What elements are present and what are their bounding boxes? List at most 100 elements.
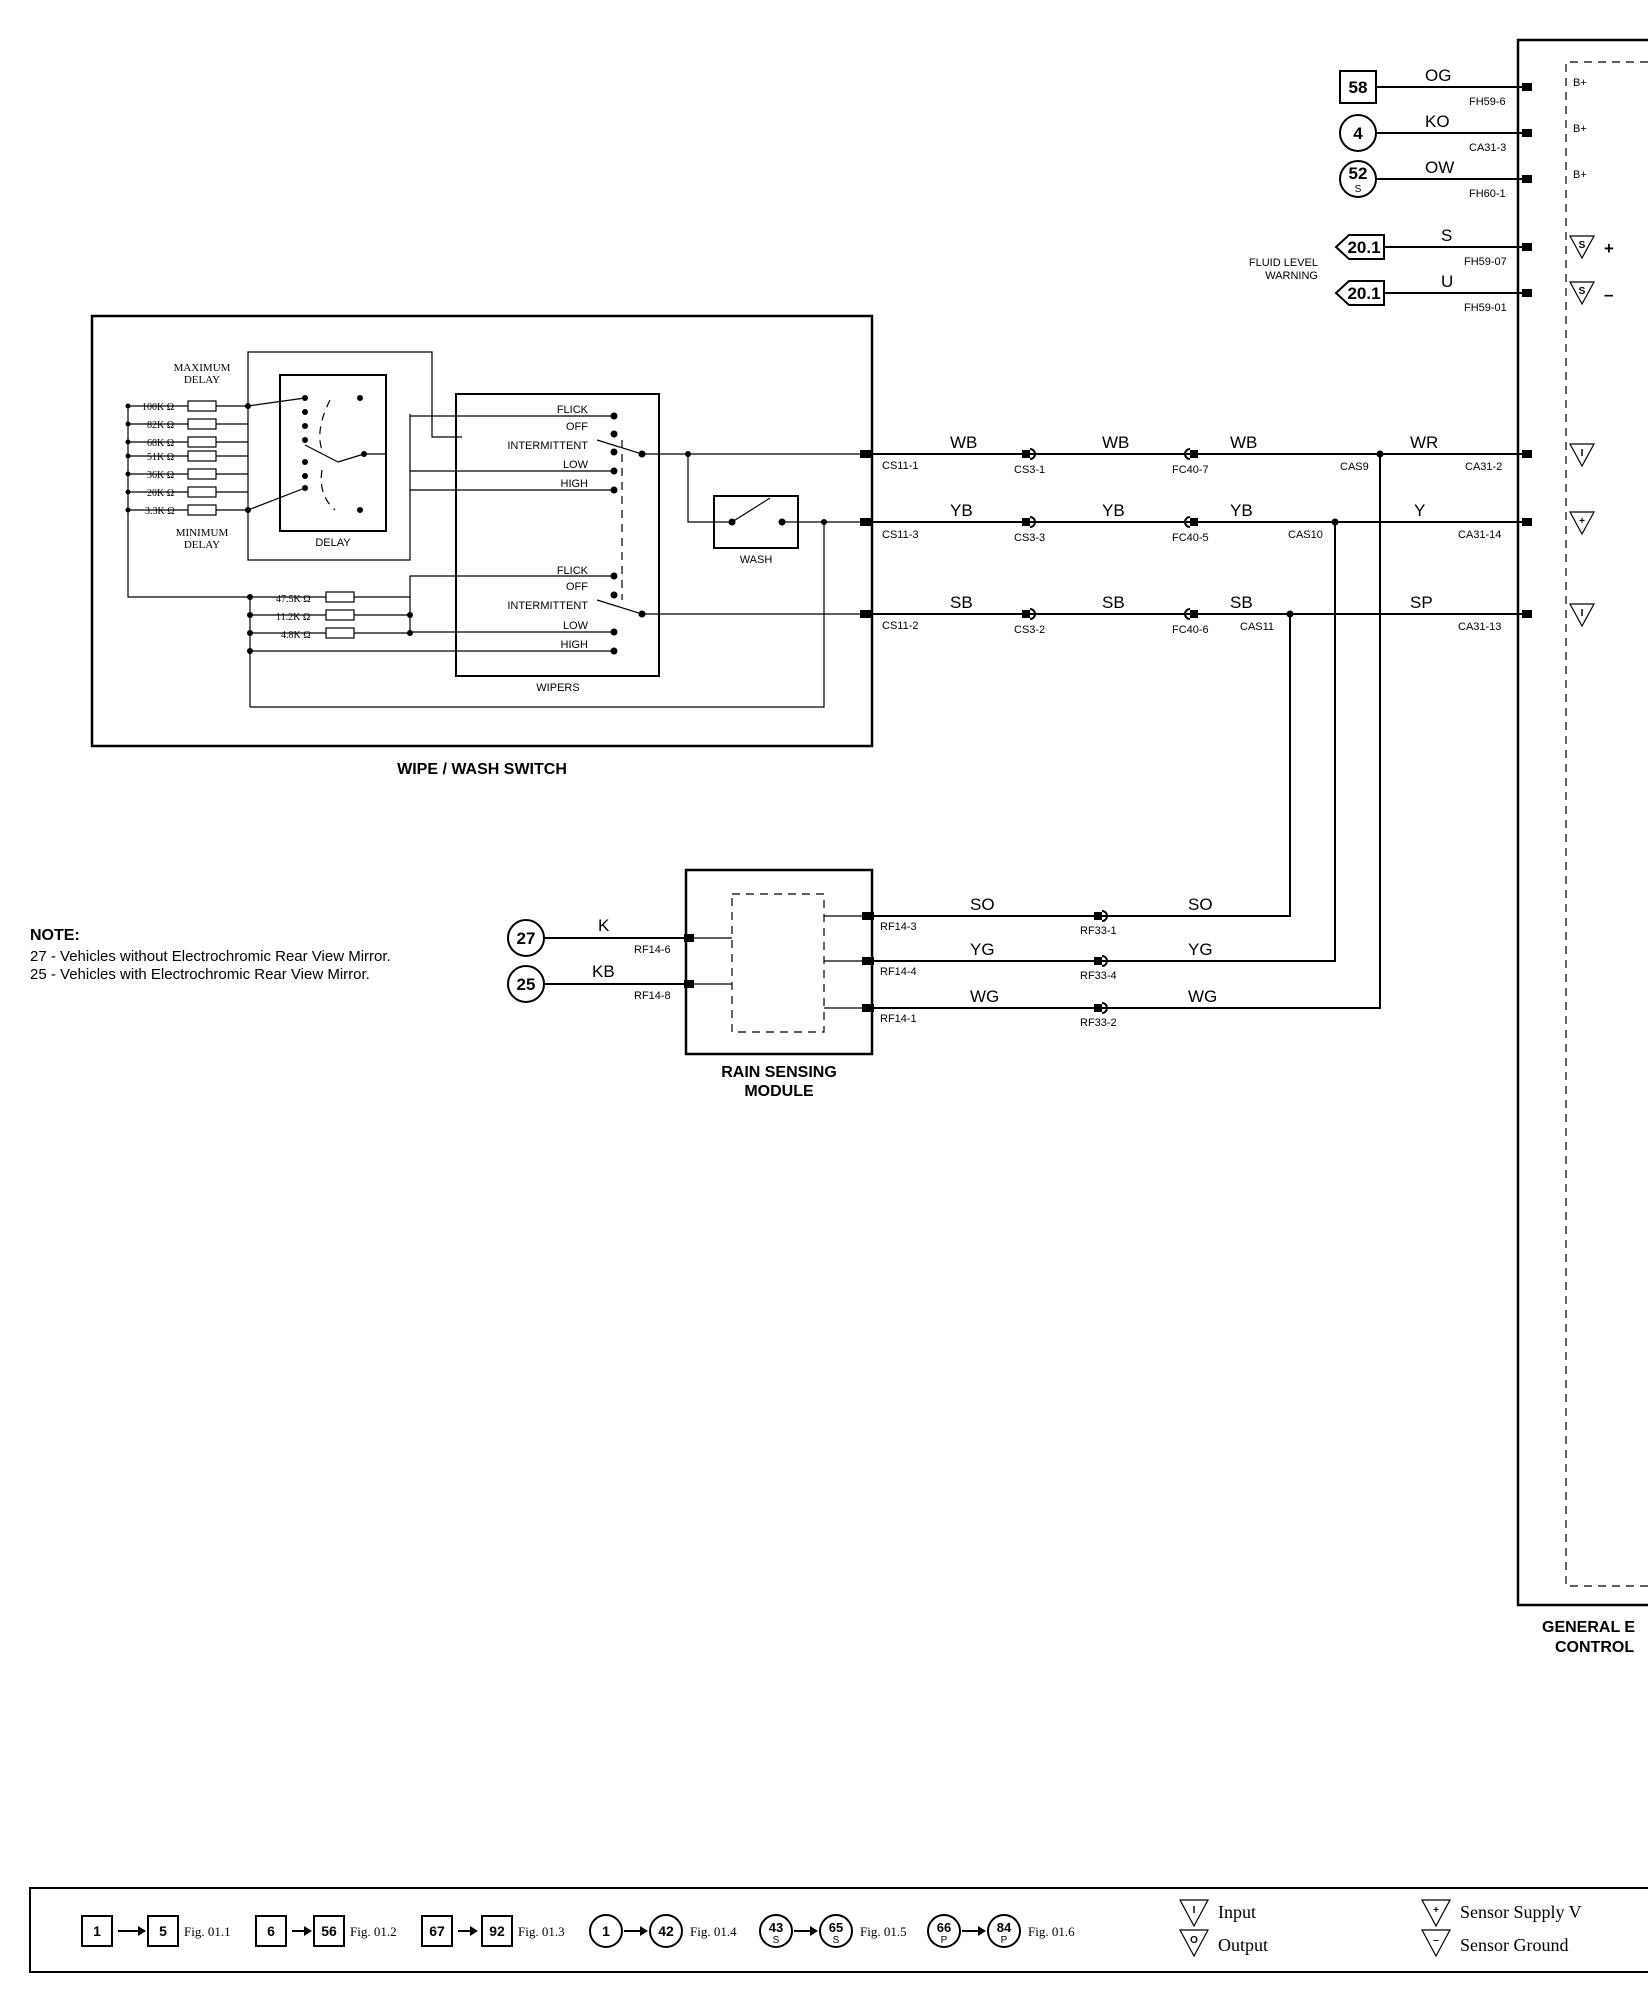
position-label: HIGH [561, 478, 589, 490]
connector-id: FH59-6 [1469, 96, 1506, 108]
legend-sub: P [941, 1935, 948, 1946]
legend-fig: Fig. 01.2 [350, 1924, 397, 1939]
wire-color: WG [970, 987, 999, 1006]
input-ref: 25 [517, 975, 536, 994]
position-label: INTERMITTENT [507, 440, 588, 452]
delay-label: DELAY [315, 537, 351, 549]
connector-id: FC40-6 [1172, 624, 1209, 636]
wire-color: SP [1410, 593, 1433, 612]
legend-to: 65 [829, 1920, 843, 1935]
harness-row-2: CS11-2 SB CS3-2 SB FC40-6 SB CAS11 SP CA… [860, 593, 1596, 636]
legend-symbol-output: O Output [1178, 1929, 1268, 1958]
pin-label: 52 [1349, 164, 1368, 183]
pin-function: B+ [1573, 169, 1587, 181]
supply-pin-row-4: 20.1 U FH59-01 S – [1334, 272, 1613, 314]
rain-title-2: MODULE [744, 1083, 814, 1100]
position-label: FLICK [557, 404, 589, 416]
wash-label: WASH [740, 554, 773, 566]
wire-color: Y [1414, 501, 1425, 520]
wire-color: KB [592, 962, 615, 981]
wire-color: OG [1425, 66, 1451, 85]
connector-id: FC40-7 [1172, 464, 1209, 476]
pin-sub: S [1355, 184, 1362, 195]
legend: 1 5 Fig. 01.1 6 56 Fig. 01.2 67 92 Fig. … [29, 1887, 1648, 1973]
input-icon: I [1193, 1905, 1196, 1916]
fluid-level-label-2: WARNING [1265, 270, 1318, 282]
wire-color: SO [970, 895, 995, 914]
legend-from: 1 [602, 1923, 610, 1939]
note-title: NOTE: [30, 927, 80, 944]
connector-id: FH60-1 [1469, 188, 1506, 200]
legend-to: 56 [321, 1923, 337, 1939]
legend-sub: S [773, 1935, 780, 1946]
legend-fig: Fig. 01.4 [690, 1924, 737, 1939]
legend-range-5: 66 P 84 P Fig. 01.6 [927, 1914, 1075, 1948]
legend-range-0: 1 5 Fig. 01.1 [81, 1915, 231, 1947]
legend-symbol-sensor-supply: + Sensor Supply V [1420, 1899, 1582, 1928]
harness-row-1: CS11-3 YB CS3-3 YB FC40-5 YB CAS10 Y CA3… [860, 501, 1596, 544]
legend-fig: Fig. 01.1 [184, 1924, 231, 1939]
wire-color: YB [1102, 501, 1125, 520]
resistor-value: 100K Ω [142, 402, 174, 413]
position-label: OFF [566, 421, 588, 433]
resistor-value: 51K Ω [147, 452, 174, 463]
wire-color: WB [1230, 433, 1257, 452]
connector-id: RF33-1 [1080, 925, 1117, 937]
svg-text:S: S [1579, 240, 1586, 251]
wire-color: U [1441, 272, 1453, 291]
min-delay-label-2: DELAY [184, 539, 220, 551]
sensor-ground-icon: – [1433, 1935, 1439, 1946]
resistor-value: 47.5K Ω [276, 594, 311, 605]
pin-function: + [1604, 239, 1614, 258]
legend-from: 66 [937, 1920, 951, 1935]
legend-to: 42 [658, 1923, 674, 1939]
connector-id: RF14-1 [880, 1013, 917, 1025]
connector-id: FC40-5 [1172, 532, 1209, 544]
connector-id: RF14-4 [880, 966, 917, 978]
position-label: FLICK [557, 565, 589, 577]
wire-color: K [598, 916, 610, 935]
wire-color: YB [950, 501, 973, 520]
legend-symbol-sensor-ground: – Sensor Ground [1420, 1929, 1569, 1958]
wire-color: YB [1230, 501, 1253, 520]
wire-color: YG [970, 940, 995, 959]
pin-label: 58 [1349, 78, 1368, 97]
connector-id: CS11-2 [882, 620, 918, 632]
min-delay-label: MINIMUM [176, 527, 229, 539]
pin-label: 20.1 [1347, 284, 1380, 303]
legend-symbol-text: Input [1218, 1902, 1256, 1922]
wire-color: SB [1230, 593, 1253, 612]
max-delay-label-2: DELAY [184, 374, 220, 386]
pin-type-icon: I [1581, 608, 1584, 619]
note-line-1: 27 - Vehicles without Electrochromic Rea… [30, 948, 391, 965]
rain-sensing-module: RAIN SENSING MODULE 27 K RF14-6 25 KB RF… [507, 868, 1217, 1100]
wire-color: WG [1188, 987, 1217, 1006]
resistor-value: 20K Ω [147, 488, 174, 499]
legend-range-3: 1 42 Fig. 01.4 [589, 1914, 737, 1948]
input-ref: 27 [517, 929, 536, 948]
pin-function: – [1604, 285, 1613, 304]
legend-from: 43 [769, 1920, 783, 1935]
connector-id: RF14-8 [634, 990, 671, 1002]
wire-color: OW [1425, 158, 1454, 177]
resistor-value: 4.8K Ω [281, 630, 311, 641]
legend-fig: Fig. 01.5 [860, 1924, 907, 1939]
connector-id: CS11-3 [882, 529, 918, 541]
resistor-value: 36K Ω [147, 470, 174, 481]
legend-range-2: 67 92 Fig. 01.3 [421, 1915, 565, 1947]
output-icon: O [1190, 1935, 1198, 1946]
resistor-value: 68K Ω [147, 438, 174, 449]
gem-label-line2: CONTROL [1555, 1639, 1634, 1656]
position-label: INTERMITTENT [507, 600, 588, 612]
sensor-supply-icon: + [1433, 1905, 1439, 1916]
general-electronic-module: GENERAL E CONTROL [1516, 38, 1648, 1656]
supply-pin-row-0: 58 OG FH59-6 B+ [1339, 66, 1587, 108]
legend-symbol-input: I Input [1178, 1899, 1256, 1928]
connector-id: FH59-01 [1464, 302, 1507, 314]
legend-sub: P [1001, 1935, 1008, 1946]
connector-id: CS3-2 [1014, 624, 1045, 636]
pin-label: 4 [1353, 124, 1363, 143]
connector-id: FH59-07 [1464, 256, 1507, 268]
legend-symbol-text: Sensor Ground [1460, 1935, 1569, 1955]
connector-id: RF14-6 [634, 944, 671, 956]
